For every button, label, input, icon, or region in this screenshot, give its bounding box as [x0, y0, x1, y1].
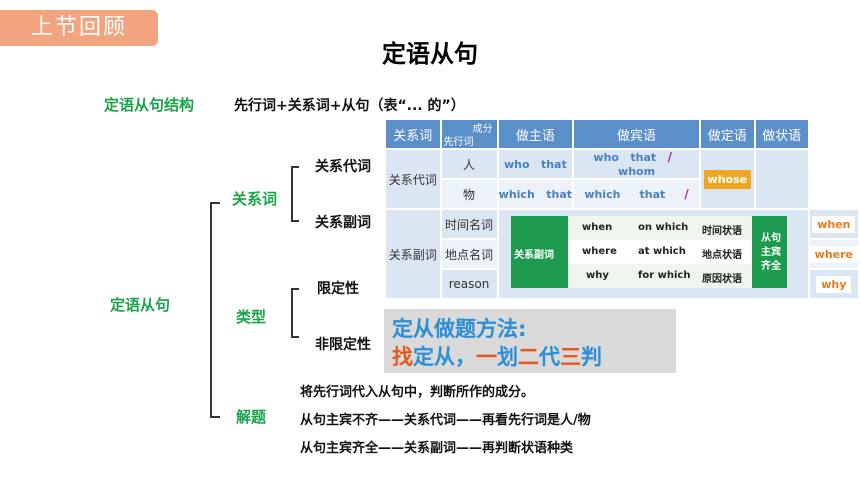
adverb-row-when: when on which 时间状语: [568, 216, 752, 240]
antecedent-thing: 物: [439, 178, 499, 210]
slogan-judge: 判: [581, 345, 602, 369]
structure-label: 定语从句结构: [104, 96, 195, 114]
slogan-sub: 代: [539, 345, 560, 369]
method-title: 定从做题方法:: [392, 317, 527, 341]
word-which: which: [584, 188, 621, 201]
nonrestrictive-label: 非限定性: [315, 337, 371, 353]
cell-adv-empty: [753, 148, 810, 210]
adverb-block-note: 从句主宾齐全: [761, 233, 781, 272]
header-subject: 做主语: [496, 118, 575, 150]
slogan-clause: 定从，: [413, 345, 476, 369]
slogan-find: 找: [392, 345, 413, 369]
page-title: 定语从句: [382, 40, 478, 68]
adverb-word: where: [582, 246, 617, 257]
adverb-equivalent: at which: [638, 246, 686, 257]
section-badge: 上节回顾: [0, 10, 158, 46]
word-that: that: [540, 158, 567, 171]
adverb-role: 时间状语: [702, 226, 742, 237]
step-2: 从句主宾不齐——关系代词——再看先行词是人/物: [300, 413, 591, 428]
row-pronoun-label: 关系代词: [384, 148, 442, 210]
adv-tag-where: where: [809, 245, 858, 263]
word-that: that: [630, 151, 657, 164]
header-relword: 关系词: [384, 118, 442, 150]
header-object: 做宾语: [572, 118, 701, 150]
slogan-three: 三: [560, 345, 581, 369]
method-box: 定从做题方法: 找定从，一划二代三判: [384, 309, 676, 373]
relword-bracket: [291, 166, 299, 222]
cell-subject-thing: which that: [496, 178, 575, 210]
rel-pronoun-label: 关系代词: [315, 159, 371, 175]
adverb-row-where: where at which 地点状语: [568, 240, 752, 264]
adverb-role: 原因状语: [702, 274, 742, 285]
slash-mark: /: [684, 187, 689, 201]
adverb-block-tag: 关系副词: [514, 250, 554, 261]
adv-tag-why: why: [816, 275, 852, 293]
antecedent-reason: reason: [439, 268, 499, 300]
word-whom: whom: [618, 165, 656, 178]
adverb-row-why: why for which 原因状语: [568, 264, 752, 288]
adverb-word: why: [586, 270, 609, 281]
word-which: which: [498, 188, 535, 201]
adverb-word: when: [582, 222, 613, 233]
adv-tag-when: when: [812, 215, 856, 233]
rel-adverb-label: 关系副词: [315, 215, 371, 231]
slogan-two: 二: [518, 345, 539, 369]
step-3: 从句主宾齐全——关系副词——再判断状语种类: [300, 441, 574, 456]
header-diag-top: 成分: [472, 124, 493, 135]
word-who: who: [593, 151, 619, 164]
structure-text: 先行词+关系词+从句（表“... 的”）: [234, 98, 465, 114]
word-that: that: [639, 188, 666, 201]
cell-subject-person: who that: [496, 148, 575, 180]
antecedent-person: 人: [439, 148, 499, 180]
branch-solve: 解题: [236, 408, 267, 426]
header-diag-bottom: 先行词: [443, 137, 474, 148]
adv-tag-cell-why: why: [807, 268, 860, 300]
root-bracket: [210, 202, 220, 418]
root-label: 定语从句: [110, 296, 171, 314]
restrictive-label: 限定性: [317, 281, 359, 297]
word-who: who: [503, 158, 530, 171]
word-whose: whose: [703, 169, 752, 189]
type-bracket: [291, 288, 299, 338]
antecedent-time: 时间名词: [439, 208, 499, 240]
adverb-role: 地点状语: [702, 250, 742, 261]
slogan-one: 一: [476, 345, 497, 369]
branch-type: 类型: [236, 308, 267, 326]
slash-mark: /: [667, 150, 673, 164]
adverb-equivalent: for which: [638, 270, 691, 281]
step-1: 将先行词代入从句中，判断所作的成分。: [300, 385, 535, 400]
antecedent-place: 地点名词: [439, 238, 499, 270]
adv-tag-cell-where: where: [807, 238, 860, 270]
adv-tag-cell-when: when: [807, 208, 860, 240]
cell-attr: whose: [698, 148, 756, 210]
header-diagonal: 成分 先行词: [439, 118, 499, 150]
slogan-mark: 划: [497, 345, 518, 369]
adverb-equivalent: on which: [638, 222, 689, 233]
cell-object-person: who that / whom: [572, 148, 701, 180]
method-slogan: 找定从，一划二代三判: [392, 341, 602, 371]
cell-object-thing: which that /: [572, 178, 701, 210]
header-adv: 做状语: [753, 118, 810, 150]
branch-relword: 关系词: [232, 190, 278, 208]
word-that: that: [546, 188, 573, 201]
row-adverb-label: 关系副词: [384, 208, 442, 300]
header-attr: 做定语: [698, 118, 756, 150]
